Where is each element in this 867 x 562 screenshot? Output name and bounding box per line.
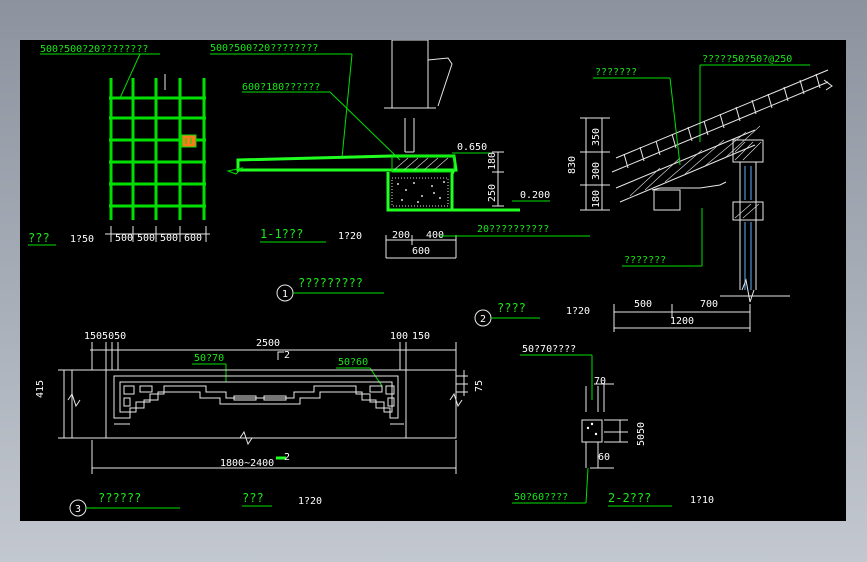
section-mark-2-bottom: 2: [284, 452, 290, 463]
roof-section: ?????50?50?@250: [474, 54, 833, 332]
section-2-2: 50?70???? 70 50 50 60 50?60???? 2-2??? 1…: [512, 344, 714, 507]
roof-note-left-top: ???????: [595, 67, 637, 78]
lintel-dim-415: 415: [35, 380, 46, 398]
roof-number: 2: [480, 314, 486, 325]
dim-180-a: 180: [487, 152, 498, 170]
roof-note-left-bottom: ???????: [624, 255, 666, 266]
dim-200: 200: [392, 230, 410, 241]
roof-dim-830: 830: [567, 156, 578, 174]
section22-dim-60: 60: [598, 452, 610, 463]
elev-0200: 0.200: [520, 190, 550, 201]
dim-400: 400: [426, 230, 444, 241]
section-1-1: 500?500?20???????? 600?180?????? 0.650 0…: [210, 40, 590, 259]
cad-drawing: 500?500?20???????? 500 500 500 600 ??? 1…: [28, 40, 833, 517]
section22-dim-70: 70: [594, 376, 606, 387]
section22-title: 2-2???: [608, 491, 651, 505]
roof-scale: 1?20: [566, 306, 590, 317]
lintel-elevation: 1505050 2500 100 150 2 50?70 50?60 4: [35, 331, 485, 517]
section22-scale: 1?10: [690, 495, 714, 506]
section22-dim-50: 50: [636, 422, 647, 434]
section11-beam-note: 600?180??????: [242, 82, 320, 93]
elev-0650: 0.650: [457, 142, 487, 153]
detail1-title: ?????????: [298, 276, 363, 290]
lintel-note-5070: 50?70: [194, 353, 224, 364]
lintel-dims-left: 1505050: [84, 331, 126, 342]
roof-dim-500: 500: [634, 299, 652, 310]
roof-dim-1200: 1200: [670, 316, 694, 327]
trellis-dim-4: 600: [184, 233, 202, 244]
lintel-dim-span: 1800~2400: [220, 458, 274, 469]
roof-title: ????: [497, 301, 526, 315]
dim-250: 250: [487, 184, 498, 202]
detail3-scale: 1?20: [298, 496, 322, 507]
section22-bottom-note: 50?60????: [514, 492, 568, 503]
detail3-number: 3: [75, 504, 81, 515]
roof-dim-180: 180: [591, 190, 602, 208]
trellis-note: 500?500?20????????: [40, 44, 148, 55]
section11-title: 1-1???: [260, 227, 303, 241]
roof-dim-700: 700: [700, 299, 718, 310]
section22-top-note: 50?70????: [522, 344, 576, 355]
section22-dim-50b: 50: [636, 434, 647, 446]
trellis-scale: 1?50: [70, 234, 94, 245]
trellis-dim-2: 500: [137, 233, 155, 244]
detail3-title2: ???: [242, 491, 264, 505]
dim-600: 600: [412, 246, 430, 257]
roof-dim-350: 350: [591, 128, 602, 146]
trellis-dim-1: 500: [115, 233, 133, 244]
trellis-grid: [109, 78, 206, 220]
section11-top-note: 500?500?20????????: [210, 43, 318, 54]
section-mark-2-top: 2: [284, 350, 290, 361]
trellis-title: ???: [28, 231, 50, 245]
lintel-dim-total: 2500: [256, 338, 280, 349]
lintel-dim-100: 100: [390, 331, 408, 342]
detail1-number: 1: [282, 289, 288, 300]
detail3-title: ??????: [98, 491, 141, 505]
section11-scale: 1?20: [338, 231, 362, 242]
lintel-dim-150: 150: [412, 331, 430, 342]
lintel-dim-75: 75: [474, 380, 485, 392]
trellis-dim-3: 500: [160, 233, 178, 244]
lintel-note-5060: 50?60: [338, 357, 368, 368]
gravel-note: 20??????????: [477, 224, 549, 235]
roof-dim-300: 300: [591, 162, 602, 180]
roof-top-note: ?????50?50?@250: [702, 54, 792, 65]
cad-drawing-viewport[interactable]: 500?500?20???????? 500 500 500 600 ??? 1…: [20, 40, 846, 521]
